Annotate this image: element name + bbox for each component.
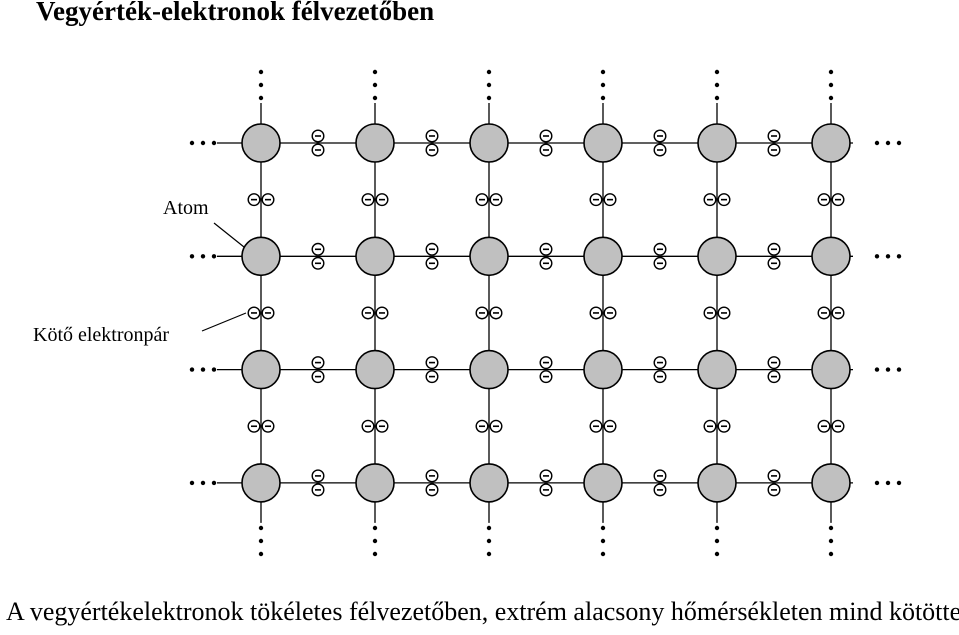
continuation-dot [828,538,834,544]
continuation-dot [874,140,880,146]
continuation-dot [211,254,217,259]
continuation-dot [372,69,378,75]
continuation-dot [189,480,195,486]
continuation-dot [258,82,264,88]
continuation-dot [200,254,206,259]
continuation-dot [486,82,492,88]
atom [583,349,623,390]
atoms [241,123,851,503]
page-title: Vegyérték-elektronok félvezetőben [36,0,435,26]
atom [241,463,281,503]
continuation-dot [486,538,492,544]
atom [355,349,395,390]
continuation-dot [189,254,195,259]
continuation-dot [200,140,206,146]
continuation-dot [258,525,264,531]
atom [583,236,623,277]
atom [697,463,737,503]
bond-pair-label: Kötő elektronpár [33,324,169,346]
continuation-dot [600,82,606,88]
atom [697,349,737,390]
continuation-dot [486,525,492,531]
continuation-dot [714,82,720,88]
continuation-dot [600,95,606,101]
atom [469,349,509,390]
continuation-dot [828,69,834,75]
atom [241,349,281,390]
atom [583,123,623,163]
atom [697,123,737,163]
continuation-dot [885,480,891,486]
continuation-dot [600,551,606,557]
atom [811,236,851,277]
atom [697,236,737,277]
continuation-dot [372,82,378,88]
continuation-dot [600,538,606,544]
atom-label: Atom [163,197,209,219]
continuation-dot [200,367,206,372]
continuation-dot [714,69,720,75]
continuation-dot [372,95,378,101]
bond-lines [217,103,853,523]
continuation-dot [258,69,264,75]
continuation-dot [896,480,902,486]
continuation-dot [486,69,492,75]
continuation-dot [211,140,217,146]
continuation-dot [714,538,720,544]
continuation-dot [828,525,834,531]
atom [355,123,395,163]
continuation-dot [372,538,378,544]
continuation-dot [714,551,720,557]
atom-pointer-line [213,222,245,248]
continuation-dot [874,367,880,372]
continuation-dot [189,367,195,372]
atom [469,236,509,277]
continuation-dot [896,140,902,146]
atom [469,123,509,163]
continuation-dot [211,367,217,372]
label-pointers [201,222,247,332]
continuation-dot [372,525,378,531]
atom [355,463,395,503]
continuation-dot [258,551,264,557]
atom [469,463,509,503]
atom [811,463,851,503]
bond-pair-pointer-line [201,312,247,332]
continuation-dot [486,551,492,557]
continuation-dot [896,254,902,259]
continuation-dot [600,69,606,75]
crystal-lattice-diagram: Atom Kötő elektronpár [33,69,902,557]
continuation-dot [486,95,492,101]
atom [355,236,395,277]
continuation-dot [874,254,880,259]
continuation-dot [189,140,195,146]
atom [241,236,281,277]
continuation-dot [258,538,264,544]
continuation-dot [372,551,378,557]
continuation-dot [714,525,720,531]
continuation-dot [896,367,902,372]
atom [811,349,851,390]
continuation-dot [885,254,891,259]
continuation-dot [874,480,880,486]
continuation-dot [200,480,206,486]
bonding-electrons [247,129,845,497]
continuation-dot [714,95,720,101]
continuation-dots [189,69,902,557]
continuation-dot [600,525,606,531]
continuation-dot [828,551,834,557]
continuation-dot [828,95,834,101]
caption: A vegyértékelektronok tökéletes félvezet… [6,597,959,626]
continuation-dot [258,95,264,101]
continuation-dot [211,480,217,486]
continuation-dot [828,82,834,88]
continuation-dot [885,140,891,146]
continuation-dot [885,367,891,372]
atom [241,123,281,163]
atom [811,123,851,163]
atom [583,463,623,503]
